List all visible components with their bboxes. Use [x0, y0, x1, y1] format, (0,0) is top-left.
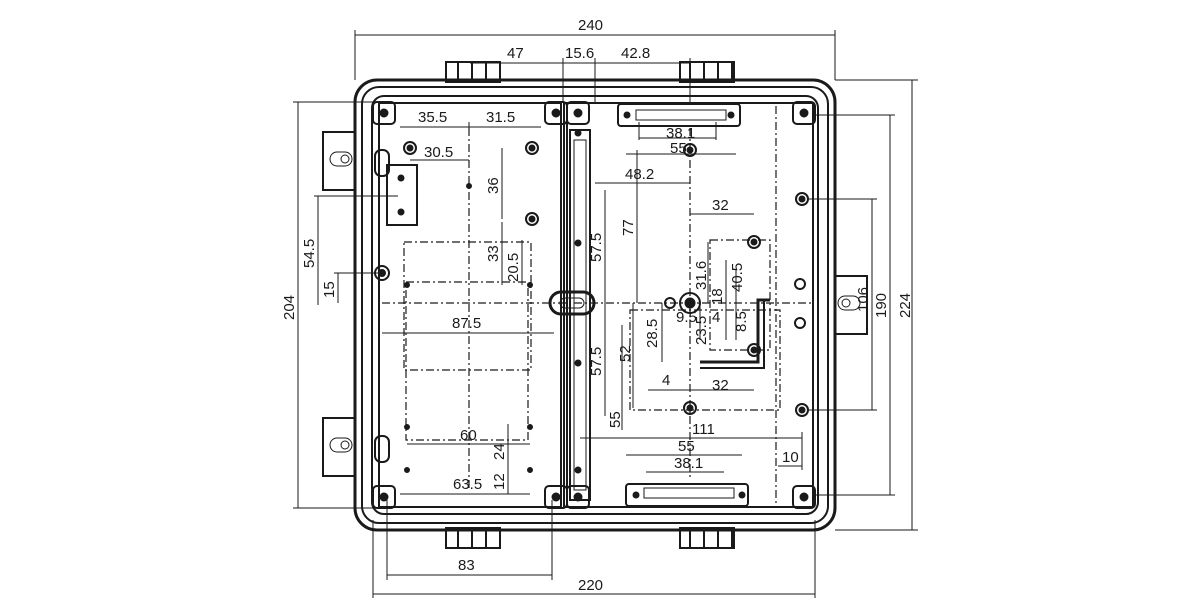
- dim-60: 60: [460, 427, 477, 444]
- dim-32-top: 32: [712, 197, 729, 214]
- dim-31-5: 31.5: [486, 109, 515, 126]
- dim-77: 77: [620, 219, 637, 236]
- dim-204: 204: [281, 295, 298, 320]
- dim-220: 220: [578, 577, 603, 594]
- center-rail: [548, 129, 596, 501]
- dim-24: 24: [491, 443, 508, 460]
- dim-31-6: 31.6: [693, 261, 710, 290]
- dim-33: 33: [485, 245, 502, 262]
- dim-57-5-upper: 57.5: [588, 233, 605, 262]
- dim-111: 111: [692, 421, 715, 438]
- dim-28-5: 28.5: [644, 319, 661, 348]
- dim-20-5: 20.5: [505, 253, 522, 282]
- dimension-lines: [293, 30, 918, 598]
- right-compartment-details: [617, 103, 809, 507]
- dim-55-top: 55: [670, 140, 687, 157]
- dimension-labels: 240 220 83 47 15.6 42.8 35.5 31.5 30.5 8…: [281, 17, 914, 594]
- dim-40-5: 40.5: [729, 263, 746, 292]
- dim-32-bottom: 32: [712, 377, 729, 394]
- dim-47: 47: [507, 45, 524, 62]
- dim-12: 12: [491, 473, 508, 490]
- dim-23-5: 23.5: [693, 316, 710, 345]
- dim-15-6: 15.6: [565, 45, 594, 62]
- dim-8-5: 8.5: [733, 311, 750, 332]
- dim-10: 10: [782, 449, 799, 466]
- left-mounting-lugs: [322, 131, 390, 477]
- dim-190: 190: [873, 293, 890, 318]
- dim-30-5: 30.5: [424, 144, 453, 161]
- left-compartment-details: [374, 128, 812, 490]
- dim-55-bottom: 55: [678, 438, 695, 455]
- dim-38-1-top: 38.1: [666, 125, 695, 142]
- dim-54-5: 54.5: [301, 239, 318, 268]
- dim-15: 15: [321, 281, 338, 298]
- top-bottom-tabs: [445, 61, 735, 549]
- dim-55-vertical: 55: [607, 411, 624, 428]
- dim-4-upper: 4: [712, 309, 720, 326]
- dim-57-5-lower: 57.5: [588, 347, 605, 376]
- dim-240: 240: [578, 17, 603, 34]
- dim-36: 36: [485, 177, 502, 194]
- dim-18: 18: [709, 288, 726, 305]
- dim-42-8: 42.8: [621, 45, 650, 62]
- dim-9-5: 9.5: [676, 309, 697, 326]
- dim-52: 52: [617, 345, 634, 362]
- right-mounting-lug: [834, 275, 868, 335]
- dim-63-5: 63.5: [453, 476, 482, 493]
- dim-48-2: 48.2: [625, 166, 654, 183]
- dim-38-1-bottom: 38.1: [674, 455, 703, 472]
- dim-35-5: 35.5: [418, 109, 447, 126]
- dim-224: 224: [897, 293, 914, 318]
- dim-106: 106: [855, 287, 872, 312]
- dim-87-5: 87.5: [452, 315, 481, 332]
- dim-4-lower: 4: [662, 372, 670, 389]
- dim-83: 83: [458, 557, 475, 574]
